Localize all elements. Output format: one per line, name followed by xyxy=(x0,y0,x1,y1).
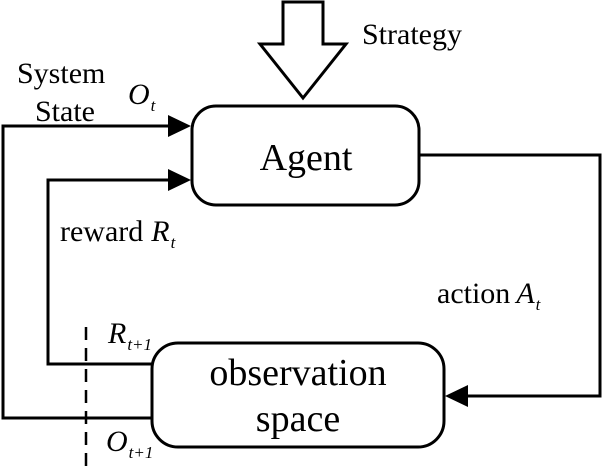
observation-space-label-line1: observation xyxy=(209,352,386,394)
system-state-connector xyxy=(1,124,170,420)
strategy-label: Strategy xyxy=(362,18,462,51)
observation-space-label-line2: space xyxy=(256,398,340,440)
action-connector xyxy=(419,153,602,398)
system-state-label-line1: System xyxy=(17,57,105,90)
strategy-arrow xyxy=(256,0,350,101)
observation-space-box xyxy=(150,341,446,449)
agent-label: Agent xyxy=(260,137,353,179)
system-state-label-line2: State xyxy=(35,95,95,128)
reward-arrowhead xyxy=(168,169,191,191)
reward-rt1-label: Rt+1 xyxy=(107,317,152,354)
reward-connector xyxy=(46,178,170,366)
system-state-arrowhead xyxy=(168,115,191,137)
action-arrowhead xyxy=(445,385,468,407)
observation-ot-label: Ot xyxy=(128,78,157,115)
observation-ot1-label: Ot+1 xyxy=(106,425,153,462)
